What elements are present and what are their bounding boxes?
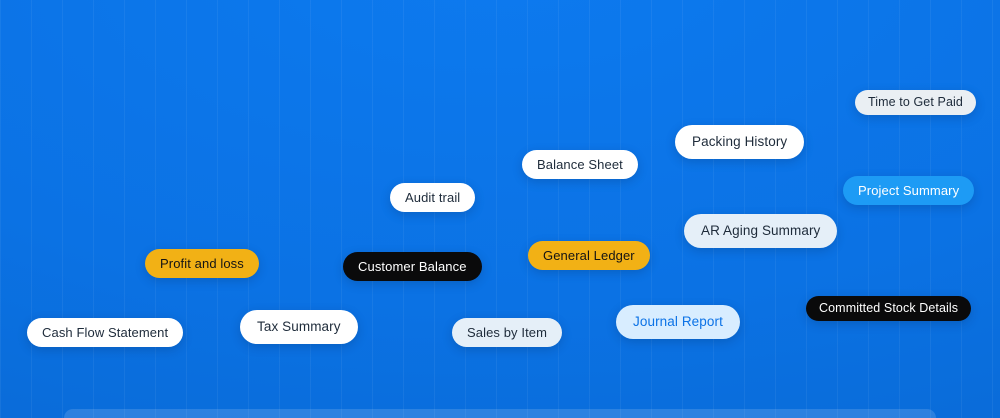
- report-pill-audit-trail[interactable]: Audit trail: [390, 183, 476, 212]
- report-pill-project-summary[interactable]: Project Summary: [843, 176, 975, 205]
- report-pill-customer-balance[interactable]: Customer Balance: [343, 252, 482, 281]
- report-pill-profit-and-loss[interactable]: Profit and loss: [145, 249, 259, 278]
- report-pill-journal-report[interactable]: Journal Report: [616, 305, 740, 339]
- report-pill-ar-aging-summary[interactable]: AR Aging Summary: [684, 214, 838, 248]
- report-pill-committed-stock-details[interactable]: Committed Stock Details: [806, 296, 972, 321]
- report-pill-general-ledger[interactable]: General Ledger: [528, 241, 650, 270]
- report-pill-balance-sheet[interactable]: Balance Sheet: [522, 150, 638, 179]
- report-pill-time-to-get-paid[interactable]: Time to Get Paid: [855, 90, 976, 115]
- report-pill-packing-history[interactable]: Packing History: [675, 125, 805, 159]
- report-pill-tax-summary[interactable]: Tax Summary: [240, 310, 358, 344]
- report-pill-cash-flow-statement[interactable]: Cash Flow Statement: [27, 318, 184, 347]
- bottom-card-edge: [64, 409, 936, 418]
- report-pill-sales-by-item[interactable]: Sales by Item: [452, 318, 563, 347]
